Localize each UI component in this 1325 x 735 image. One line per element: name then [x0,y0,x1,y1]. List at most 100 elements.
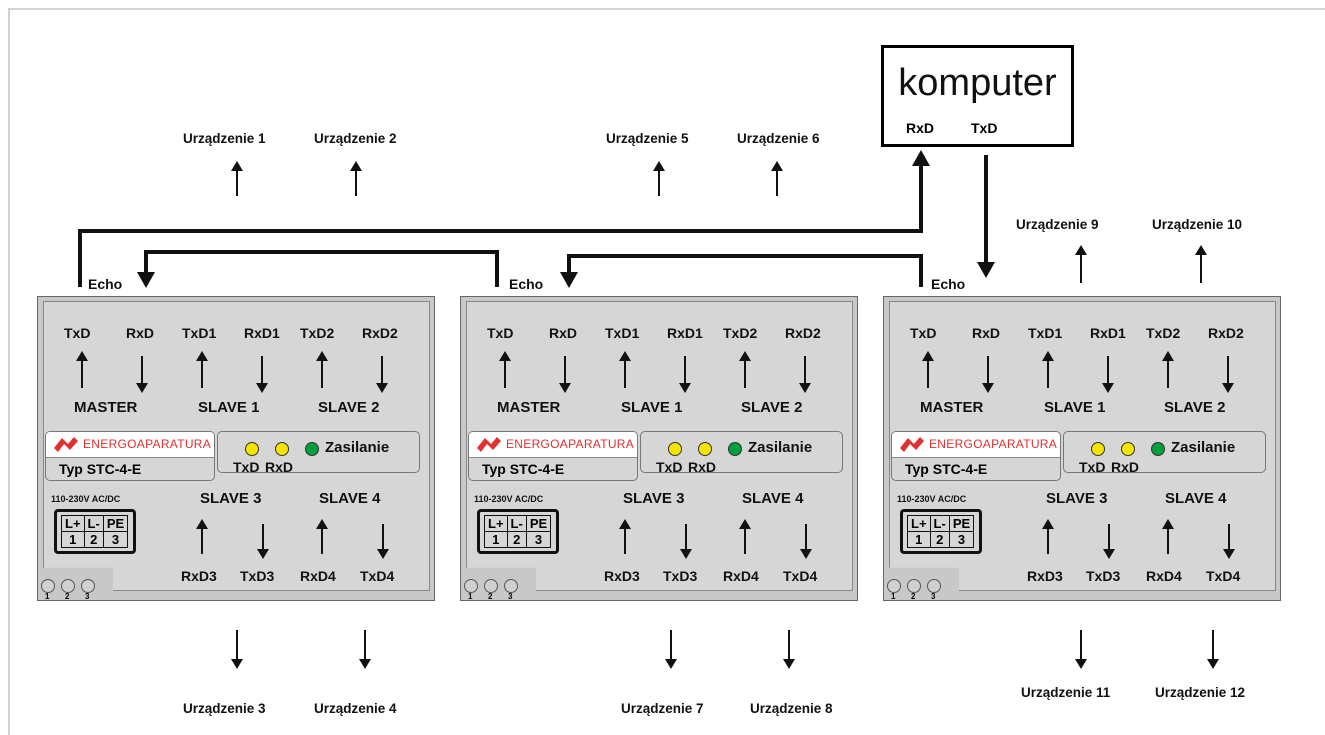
diagram-frame [8,8,1325,735]
terminal-num-2: 2 [929,531,950,548]
echo-label-1: Echo [88,276,123,292]
brand-name: ENERGOAPARATURA [83,437,212,451]
terminal-num-1: 1 [907,531,931,548]
led-txd-label: TxD [656,459,683,475]
type-label: Typ STC-4-E [59,461,142,477]
port-rxd4-label: RxD4 [723,568,759,584]
slave4-label: SLAVE 4 [1165,490,1227,507]
slave2-label: SLAVE 2 [318,399,380,416]
circle-num-3: 3 [508,592,513,601]
master-label: MASTER [920,399,984,416]
port-rxd3-label: RxD3 [1027,568,1063,584]
module-arrows [922,351,1235,559]
terminal-num-3: 3 [102,531,129,548]
led-rxd-label: RxD [1111,459,1140,475]
terminal-circle-2 [484,579,498,593]
port-rxd2-label: RxD2 [1208,325,1244,341]
txd-led-icon [245,442,259,456]
device-10-label: Urządzenie 10 [1152,217,1243,232]
device-11-label: Urządzenie 11 [1021,685,1111,700]
stc-module-2: TxD RxD TxD1 RxD1 TxD2 RxD2 MASTER SLAVE… [460,296,860,601]
slave1-label: SLAVE 1 [621,399,683,416]
terminal-block: L+ L- PE 1 2 3 [54,509,136,554]
circle-num-2: 2 [65,592,70,601]
logo-banner: ENERGOAPARATURA [469,432,637,458]
terminal-lminus: L- [83,515,104,532]
zasilanie-label: Zasilanie [748,439,813,456]
device-2-label: Urządzenie 2 [314,131,397,146]
port-rxd-label: RxD [972,325,1001,341]
port-txd4-label: TxD4 [1206,568,1241,584]
port-rxd-label: RxD [549,325,578,341]
energoaparatura-logo: ENERGOAPARATURA Typ STC-4-E [468,431,638,481]
module-arrows [499,351,812,559]
circle-num-1: 1 [45,592,50,601]
port-txd-label: TxD [910,325,937,341]
port-txd4-label: TxD4 [783,568,818,584]
device-9-label: Urządzenie 9 [1016,217,1099,232]
logo-banner: ENERGOAPARATURA [892,432,1060,458]
terminal-circle-3 [81,579,95,593]
computer-box: komputer RxD TxD [881,45,1074,147]
terminal-circle-1 [887,579,901,593]
device-8-label: Urządzenie 8 [750,701,833,716]
echo-wires [78,150,995,288]
slave3-label: SLAVE 3 [200,490,262,507]
device-3-label: Urządzenie 3 [183,701,266,716]
type-label: Typ STC-4-E [482,461,565,477]
power-led-icon [728,442,742,456]
terminal-lplus: L+ [484,515,508,532]
terminal-block: L+ L- PE 1 2 3 [900,509,982,554]
power-spec-label: 110-230V AC/DC [51,494,121,504]
device-4-label: Urządzenie 4 [314,701,397,716]
led-txd-label: TxD [233,459,260,475]
slave2-label: SLAVE 2 [741,399,803,416]
rxd-led-icon [1121,442,1135,456]
terminal-num-2: 2 [506,531,527,548]
port-txd-label: TxD [64,325,91,341]
echo-label-3: Echo [931,276,966,292]
port-txd1-label: TxD1 [605,325,640,341]
port-txd2-label: TxD2 [723,325,758,341]
power-led-icon [1151,442,1165,456]
port-rxd3-label: RxD3 [181,568,217,584]
brand-name: ENERGOAPARATURA [506,437,635,451]
port-txd-label: TxD [487,325,514,341]
logo-icon [900,437,924,452]
port-txd2-label: TxD2 [300,325,335,341]
terminal-num-3: 3 [948,531,975,548]
power-spec-label: 110-230V AC/DC [474,494,544,504]
device-arrows [231,161,1219,669]
terminal-circle-2 [907,579,921,593]
slave4-label: SLAVE 4 [742,490,804,507]
terminal-circle-1 [464,579,478,593]
port-rxd1-label: RxD1 [1090,325,1126,341]
logo-icon [54,437,78,452]
circle-num-3: 3 [85,592,90,601]
slave1-label: SLAVE 1 [1044,399,1106,416]
terminal-pe: PE [525,515,552,532]
txd-led-icon [1091,442,1105,456]
stc-module-1: TxD RxD TxD1 RxD1 TxD2 RxD2 MASTER SLAVE… [37,296,437,601]
energoaparatura-logo: ENERGOAPARATURA Typ STC-4-E [45,431,215,481]
power-spec-label: 110-230V AC/DC [897,494,967,504]
port-rxd3-label: RxD3 [604,568,640,584]
slave3-label: SLAVE 3 [623,490,685,507]
device-7-label: Urządzenie 7 [621,701,704,716]
zasilanie-label: Zasilanie [1171,439,1236,456]
port-txd2-label: TxD2 [1146,325,1181,341]
slave1-label: SLAVE 1 [198,399,260,416]
device-5-label: Urządzenie 5 [606,131,689,146]
terminal-circle-3 [927,579,941,593]
terminal-lplus: L+ [907,515,931,532]
port-rxd4-label: RxD4 [1146,568,1182,584]
device-1-label: Urządzenie 1 [183,131,266,146]
led-panel: Zasilanie [640,431,843,473]
terminal-circle-1 [41,579,55,593]
brand-name: ENERGOAPARATURA [929,437,1058,451]
led-txd-label: TxD [1079,459,1106,475]
led-rxd-label: RxD [265,459,294,475]
terminal-circle-2 [61,579,75,593]
port-rxd2-label: RxD2 [785,325,821,341]
slave3-label: SLAVE 3 [1046,490,1108,507]
